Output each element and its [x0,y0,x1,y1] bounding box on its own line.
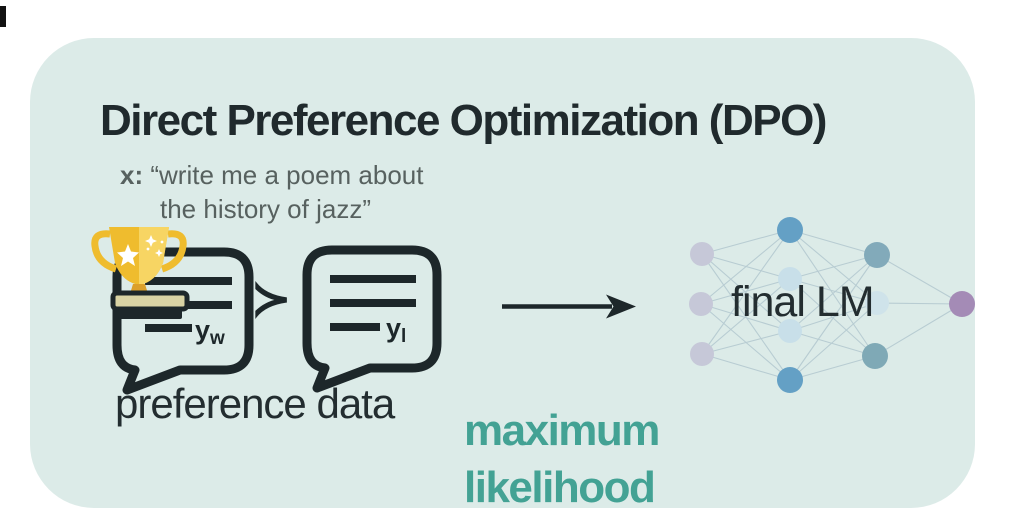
page-title: Direct Preference Optimization (DPO) [100,96,827,145]
trophy-icon [91,227,190,319]
prompt-line-2: the history of jazz” [160,194,371,224]
maximum-likelihood-label: maximum likelihood [464,402,660,516]
dpo-panel: Direct Preference Optimization (DPO) x: … [30,38,975,512]
maximum-likelihood-line-1: maximum [464,406,660,455]
input-node [690,342,714,366]
hidden-node [862,343,888,369]
hidden-node [864,242,890,268]
loser-response-label: yl [386,313,406,347]
hidden-node [777,367,803,393]
prompt-x-prefix: x: [120,160,144,190]
hidden-node [778,267,802,291]
input-node [689,292,713,316]
output-node [949,291,975,317]
maximum-likelihood-line-2: likelihood [464,463,656,512]
hidden-node [778,319,802,343]
speech-bubble-winner-icon: yw [112,247,254,395]
prompt-line-1-text: “write me a poem about [143,160,424,190]
speech-bubble-loser-icon: yl [302,245,442,393]
hidden-node [865,291,889,315]
preferred-over-symbol: ≻ [251,273,292,326]
winner-response-label: yw [195,315,225,349]
neural-network-icon [689,217,975,393]
prompt-text: x: “write me a poem about the history of… [120,158,423,226]
final-lm-label: final LM [731,278,875,326]
input-node [690,242,714,266]
preference-bubbles: yw yl [112,245,442,395]
preference-data-caption: preference data [115,380,395,427]
right-arrow-icon [502,294,636,319]
hidden-node [777,217,803,243]
network-edges [700,229,963,381]
crop-artifact-mark [0,6,6,27]
prompt-line-1: x: “write me a poem about [120,158,423,192]
